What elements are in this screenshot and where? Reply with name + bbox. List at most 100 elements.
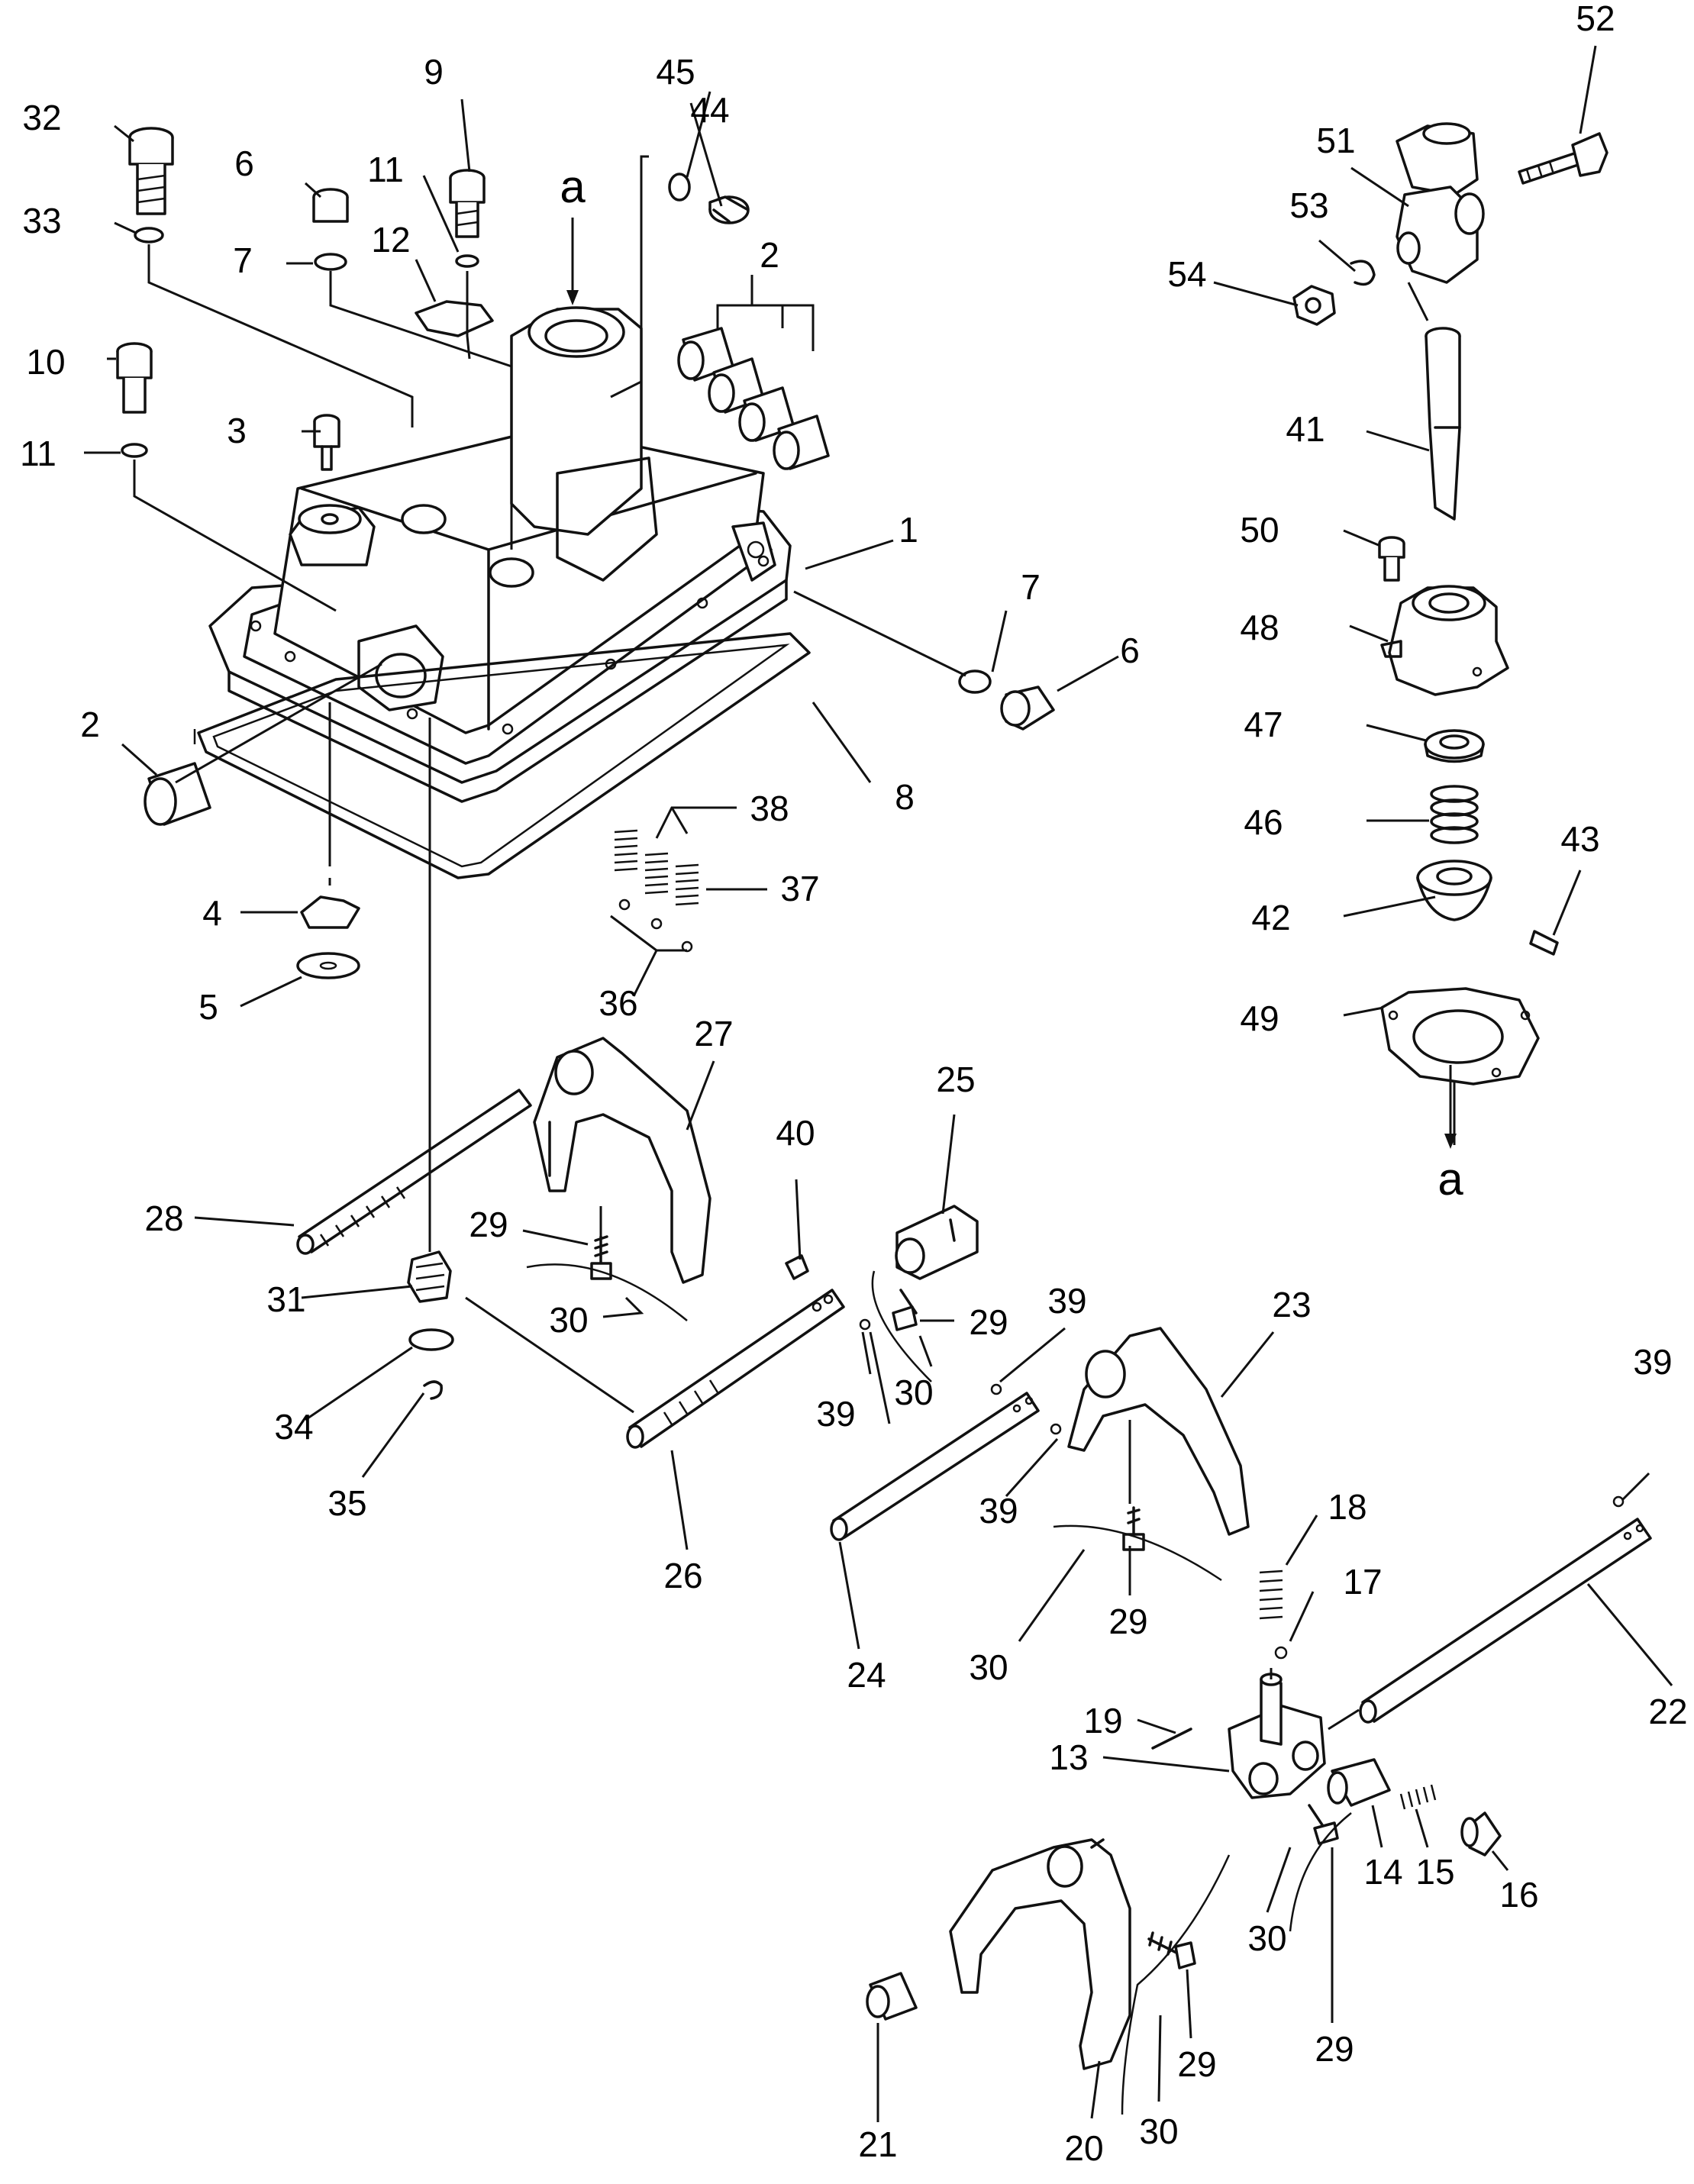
shaft-24 xyxy=(830,1392,1040,1541)
callout-leaders xyxy=(84,45,1673,2122)
callout-3: 3 xyxy=(227,411,247,450)
gasket-49 xyxy=(1380,987,1540,1086)
callout-39: 39 xyxy=(816,1394,855,1434)
lever-13 xyxy=(1228,1673,1326,1799)
wire-30-b xyxy=(871,1270,932,1382)
seat-42 xyxy=(1416,860,1492,921)
callout-14: 14 xyxy=(1363,1852,1402,1892)
alignment-lines xyxy=(133,155,1456,1731)
callout-39: 39 xyxy=(979,1491,1018,1531)
callout-29: 29 xyxy=(469,1205,508,1244)
callout-2: 2 xyxy=(80,705,100,744)
clip-12 xyxy=(415,300,494,337)
wire-30-c xyxy=(1053,1524,1222,1582)
wire-30-e xyxy=(1121,1854,1231,2115)
washer-7-left xyxy=(314,253,347,271)
callout-30: 30 xyxy=(549,1300,588,1340)
screw-29-e xyxy=(1147,1931,1196,1969)
spring-15 xyxy=(1399,1784,1437,1810)
callout-5: 5 xyxy=(198,987,218,1027)
screw-29-b xyxy=(892,1289,918,1331)
callout-13: 13 xyxy=(1049,1737,1088,1777)
breather-3 xyxy=(313,414,340,471)
callout-41: 41 xyxy=(1286,409,1325,449)
shaft-28 xyxy=(296,1089,532,1255)
callout-29: 29 xyxy=(1177,2044,1216,2084)
callout-45: 45 xyxy=(656,52,695,92)
callout-38: 38 xyxy=(750,789,789,828)
callout-21: 21 xyxy=(858,2124,897,2164)
lockwasher-11-left xyxy=(121,443,148,458)
shaft-26 xyxy=(626,1289,845,1449)
callout-53: 53 xyxy=(1289,185,1328,225)
callout-9: 9 xyxy=(424,52,444,92)
callout-22: 22 xyxy=(1648,1692,1687,1731)
callout-46: 46 xyxy=(1244,802,1283,842)
bushing-21 xyxy=(866,1972,918,2021)
spring-18 xyxy=(1259,1569,1283,1620)
callout-31: 31 xyxy=(266,1279,305,1319)
callout-48: 48 xyxy=(1240,608,1279,647)
wire-30-a xyxy=(526,1263,688,1321)
callout-50: 50 xyxy=(1240,510,1279,550)
callout-37: 37 xyxy=(780,869,819,908)
callout-30: 30 xyxy=(1139,2111,1178,2151)
universal-joint-51 xyxy=(1396,122,1485,284)
callout-20: 20 xyxy=(1064,2128,1103,2168)
snap-ring-53 xyxy=(1350,260,1376,286)
callout-39: 39 xyxy=(1047,1281,1086,1321)
washer-7-right xyxy=(958,669,992,694)
interlock-31 xyxy=(407,1250,452,1303)
callout-42: 42 xyxy=(1251,898,1290,937)
bushing-2-left xyxy=(144,762,211,826)
callout-49: 49 xyxy=(1240,998,1279,1038)
callout-28: 28 xyxy=(144,1198,183,1238)
callout-18: 18 xyxy=(1328,1487,1366,1527)
callout-16: 16 xyxy=(1499,1875,1538,1915)
detent-springs xyxy=(614,829,699,953)
callout-39: 39 xyxy=(1633,1342,1672,1382)
callout-15: 15 xyxy=(1415,1852,1454,1892)
bolt-10 xyxy=(116,342,153,414)
callout-7: 7 xyxy=(233,240,253,280)
callout-10: 10 xyxy=(26,342,65,382)
transmission-cover xyxy=(208,306,792,803)
callout-44: 44 xyxy=(690,90,729,130)
washer-34 xyxy=(408,1328,454,1351)
callout-26: 26 xyxy=(663,1556,702,1595)
callout-29: 29 xyxy=(1108,1602,1147,1641)
bolt-52 xyxy=(1518,132,1608,185)
callout-34: 34 xyxy=(274,1407,313,1447)
plunger-14 xyxy=(1327,1758,1391,1807)
pin-43 xyxy=(1529,930,1559,956)
bolt-32 xyxy=(128,127,174,215)
nut-54 xyxy=(1292,285,1336,326)
arrow-a-top xyxy=(566,218,579,305)
callout-1: 1 xyxy=(899,510,918,550)
callout-33: 33 xyxy=(22,201,61,240)
shift-fork-23 xyxy=(1067,1327,1250,1536)
screw-29-d xyxy=(1308,1804,1339,1845)
ball-17 xyxy=(1274,1646,1288,1660)
callout-17: 17 xyxy=(1343,1562,1382,1602)
callout-54: 54 xyxy=(1167,254,1206,294)
callout-8: 8 xyxy=(895,777,915,817)
connection-mark-a: a xyxy=(560,161,586,212)
callout-19: 19 xyxy=(1083,1701,1122,1740)
callout-24: 24 xyxy=(847,1655,886,1695)
callout-11: 11 xyxy=(20,434,56,473)
o-ring-33 xyxy=(134,227,164,244)
callout-51: 51 xyxy=(1316,121,1355,160)
plug-6-right xyxy=(1000,686,1055,731)
callout-30: 30 xyxy=(1247,1918,1286,1958)
callout-30: 30 xyxy=(969,1647,1008,1687)
shaft-22 xyxy=(1359,1518,1652,1724)
snap-ring-45 xyxy=(668,173,691,202)
callout-32: 32 xyxy=(22,98,61,137)
callout-4: 4 xyxy=(202,893,222,933)
callout-7: 7 xyxy=(1021,567,1041,607)
callout-11: 11 xyxy=(367,150,404,189)
callout-29: 29 xyxy=(1315,2029,1354,2069)
lockwasher-11-top xyxy=(455,254,479,268)
